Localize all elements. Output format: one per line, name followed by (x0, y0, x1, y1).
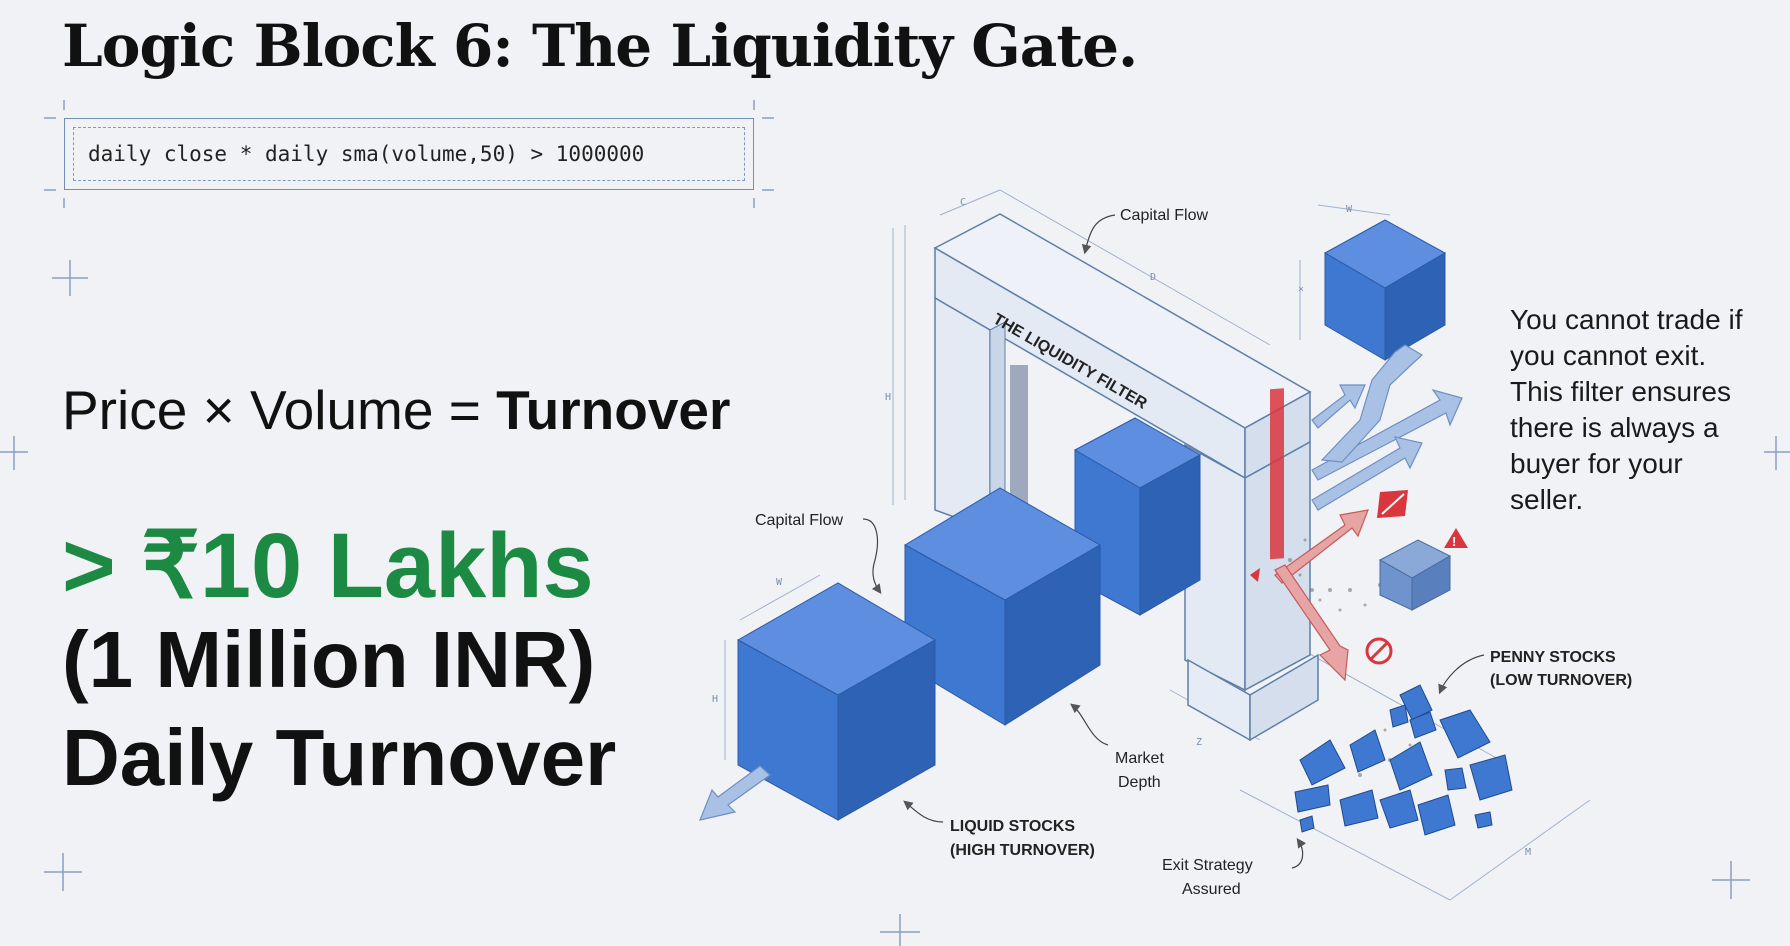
crosshair-marks (0, 100, 1790, 946)
label-capital-flow-left: Capital Flow (755, 512, 843, 529)
label-exit-strategy-1: Exit Strategy (1162, 857, 1253, 874)
dim-mark: H (885, 392, 891, 403)
blocked-flag-icon (1377, 490, 1408, 518)
dim-mark: Z (1196, 737, 1202, 748)
page-title: Logic Block 6: The Liquidity Gate. (62, 12, 1138, 80)
svg-text:!: ! (1452, 534, 1456, 549)
warning-icon: ! (1444, 528, 1468, 549)
rejection-arrows (1274, 509, 1369, 682)
turnover-formula: Price × Volume = Turnover (62, 378, 730, 442)
label-penny-stocks-2: (LOW TURNOVER) (1490, 672, 1632, 689)
side-note: You cannot trade if you cannot exit. Thi… (1510, 304, 1743, 515)
dim-mark: H (712, 694, 718, 705)
threshold-daily-turnover: Daily Turnover (62, 713, 617, 802)
label-liquid-stocks-1: LIQUID STOCKS (950, 818, 1075, 835)
code-box-inner: daily close * daily sma(volume,50) > 100… (73, 127, 745, 181)
label-exit-strategy-2: Assured (1182, 881, 1241, 898)
dim-mark: D (1150, 272, 1156, 283)
formula-lhs: Price × Volume = (62, 379, 497, 441)
formula-rhs: Turnover (496, 379, 731, 441)
debris-cube (1378, 539, 1452, 611)
flow-arrows (699, 344, 1463, 821)
threshold-million: (1 Million INR) (62, 615, 596, 704)
dim-mark: C (960, 197, 966, 208)
label-market-depth-2: Depth (1118, 774, 1161, 791)
cube-passed (1323, 219, 1447, 361)
prohibited-icon (1365, 637, 1393, 665)
threshold-amount: > ₹10 Lakhs (62, 515, 594, 617)
code-box: daily close * daily sma(volume,50) > 100… (64, 118, 754, 190)
dim-mark: × (1298, 284, 1304, 295)
label-market-depth-1: Market (1115, 750, 1164, 767)
label-penny-stocks-1: PENNY STOCKS (1490, 649, 1616, 666)
red-marker-icon (1250, 568, 1260, 582)
dim-mark: W (776, 577, 783, 588)
dim-mark: M (1525, 847, 1531, 858)
dim-mark: W (1346, 204, 1353, 215)
callout-lines (862, 214, 1485, 869)
shattered-penny-stocks (1294, 684, 1513, 836)
label-liquid-stocks-2: (HIGH TURNOVER) (950, 842, 1095, 859)
label-capital-flow-top: Capital Flow (1120, 207, 1208, 224)
code-expression: daily close * daily sma(volume,50) > 100… (88, 142, 645, 166)
